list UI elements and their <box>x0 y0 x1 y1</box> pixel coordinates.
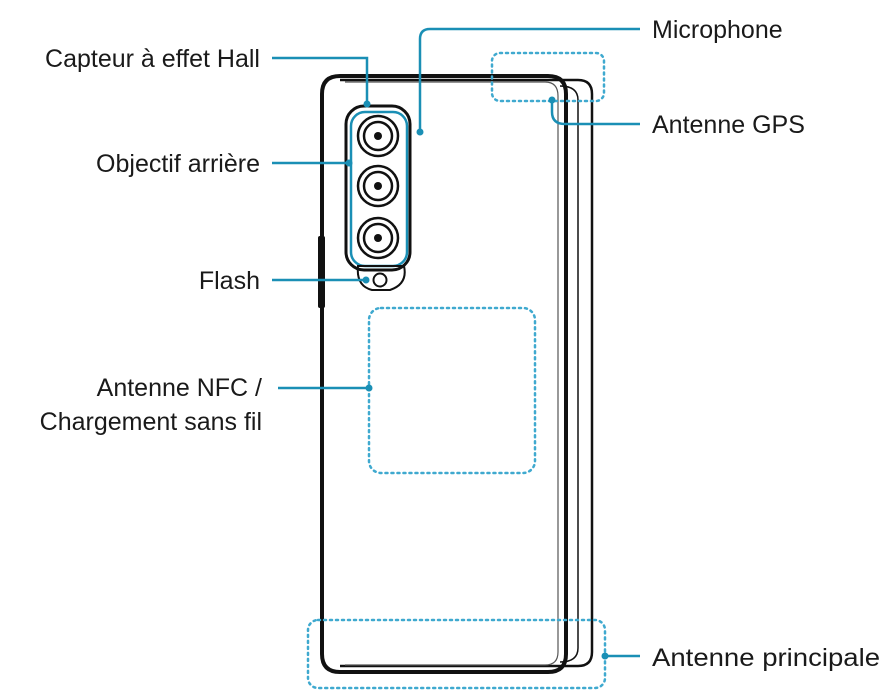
label-microphone: Microphone <box>652 16 783 44</box>
device-back-panel <box>340 78 594 668</box>
microphone-leader <box>418 27 640 132</box>
device-main-body <box>320 74 568 674</box>
gps-antenna-region <box>490 51 606 103</box>
nfc-region <box>367 306 537 475</box>
hall-sensor-leader <box>272 56 369 104</box>
device-middle-edge <box>559 85 579 663</box>
labels: Capteur à effet Hall Objectif arrière Fl… <box>40 16 880 672</box>
side-button <box>318 236 325 308</box>
label-flash: Flash <box>199 267 260 295</box>
dotted-regions <box>306 51 607 690</box>
label-main-antenna: Antenne principale <box>652 644 880 672</box>
camera-module <box>344 104 412 291</box>
device-inner-edge <box>345 81 559 666</box>
label-hall-sensor: Capteur à effet Hall <box>45 45 260 73</box>
leader-lines <box>272 27 640 660</box>
flash-housing <box>356 265 406 291</box>
gps-leader <box>550 100 640 126</box>
main-antenna-region <box>306 618 607 690</box>
device-outline <box>320 74 594 674</box>
rear-lens-3 <box>356 216 400 260</box>
label-rear-camera: Objectif arrière <box>96 150 260 178</box>
camera-bump <box>344 104 412 272</box>
label-gps: Antenne GPS <box>652 111 805 139</box>
rear-lens-2 <box>356 164 400 208</box>
label-nfc-line2: Chargement sans fil <box>40 408 262 436</box>
rear-lens-1 <box>356 114 400 158</box>
label-nfc-line1: Antenne NFC / <box>97 374 262 402</box>
flash-led <box>372 272 388 288</box>
